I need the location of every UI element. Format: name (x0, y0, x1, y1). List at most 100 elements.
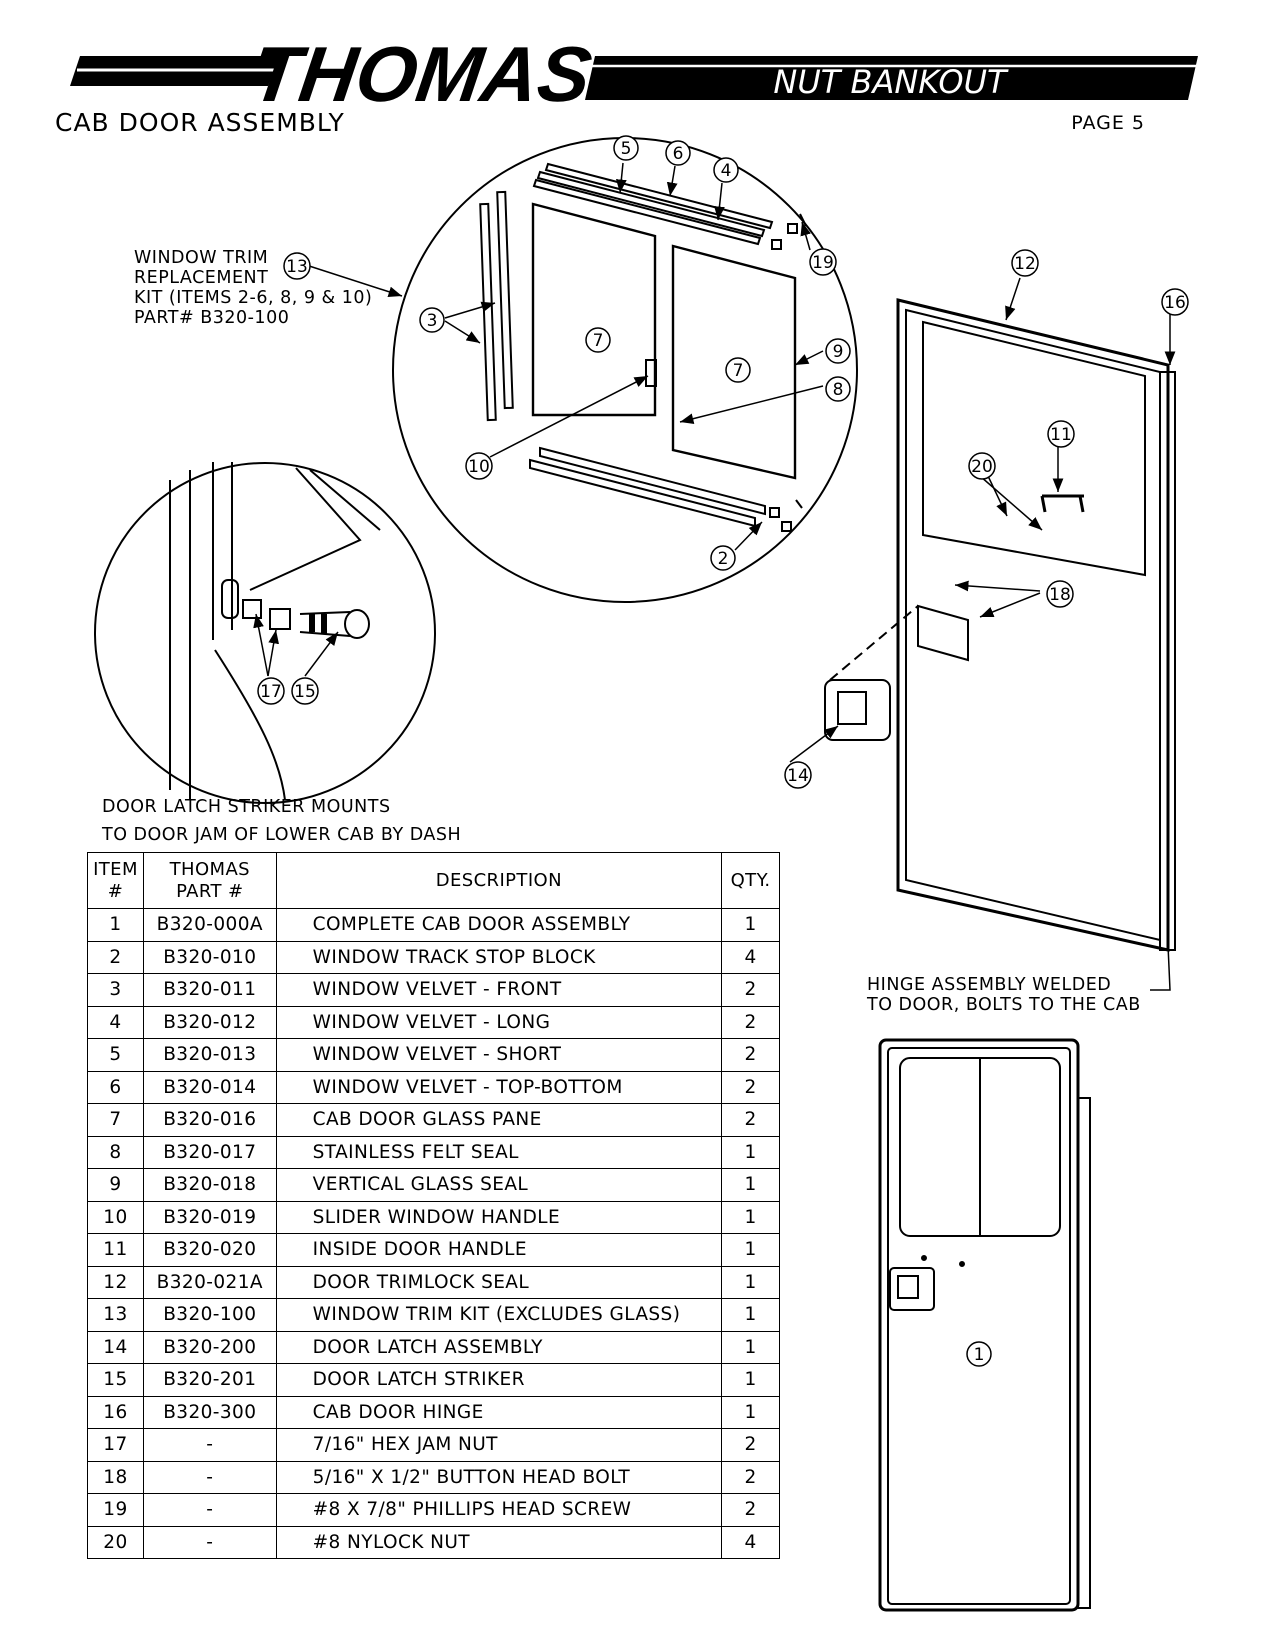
cell-part: B320-010 (142, 940, 277, 974)
cell-description: WINDOW VELVET - TOP-BOTTOM (275, 1070, 723, 1104)
cell-description: DOOR TRIMLOCK SEAL (275, 1265, 723, 1299)
cell-item: 8 (87, 1135, 144, 1169)
cell-item: 17 (87, 1428, 144, 1462)
svg-text:1: 1 (974, 1345, 985, 1365)
svg-text:6: 6 (673, 144, 684, 164)
cell-qty: 1 (721, 1330, 780, 1364)
cell-qty: 2 (721, 1005, 780, 1039)
callout-1: 1 (966, 1341, 992, 1367)
cell-qty: 1 (721, 1168, 780, 1202)
cell-qty: 1 (721, 1265, 780, 1299)
cell-qty: 2 (721, 1103, 780, 1137)
cell-part: B320-020 (142, 1233, 277, 1267)
cell-description: COMPLETE CAB DOOR ASSEMBLY (275, 908, 723, 942)
cab-door-exploded (824, 298, 1176, 952)
cell-item: 4 (87, 1005, 144, 1039)
cell-qty: 2 (721, 1038, 780, 1072)
cell-part: - (142, 1493, 277, 1527)
cell-qty: 2 (721, 1493, 780, 1527)
cell-part: B320-017 (142, 1135, 277, 1169)
cell-description: CAB DOOR HINGE (275, 1395, 723, 1429)
cell-qty: 1 (721, 908, 780, 942)
cell-description: DOOR LATCH STRIKER (275, 1363, 723, 1397)
callout-20: 20 (968, 452, 996, 480)
cell-part: B320-201 (142, 1363, 277, 1397)
cell-part: B320-014 (142, 1070, 277, 1104)
header-part: THOMAS PART # (142, 852, 277, 909)
callout-5: 5 (613, 135, 639, 161)
svg-text:14: 14 (787, 766, 809, 786)
striker-detail-view (94, 462, 436, 804)
callout-3: 3 (419, 307, 445, 333)
product-name: NUT BANKOUT (773, 63, 1009, 101)
callout-13: 13 (283, 252, 311, 280)
cell-description: WINDOW VELVET - LONG (275, 1005, 723, 1039)
svg-text:11: 11 (1050, 425, 1072, 445)
cell-item: 14 (87, 1330, 144, 1364)
cell-qty: 1 (721, 1298, 780, 1332)
cell-item: 20 (87, 1525, 144, 1559)
cell-item: 10 (87, 1200, 144, 1234)
cell-qty: 2 (721, 1070, 780, 1104)
cell-qty: 1 (721, 1200, 780, 1234)
cell-part: B320-016 (142, 1103, 277, 1137)
leader-lines (253, 162, 1176, 991)
cell-qty: 1 (721, 1363, 780, 1397)
svg-text:20: 20 (971, 457, 993, 477)
cell-part: B320-000A (142, 908, 277, 942)
cell-description: SLIDER WINDOW HANDLE (275, 1200, 723, 1234)
cell-qty: 1 (721, 1135, 780, 1169)
svg-text:17: 17 (260, 682, 282, 702)
brand-logo: THOMAS (246, 30, 596, 118)
cell-qty: 4 (721, 1525, 780, 1559)
svg-text:10: 10 (468, 457, 490, 477)
svg-text:2: 2 (718, 549, 729, 569)
svg-text:8: 8 (833, 380, 844, 400)
callout-6: 6 (665, 140, 691, 166)
cell-description: #8 X 7/8" PHILLIPS HEAD SCREW (275, 1493, 723, 1527)
callout-18: 18 (1046, 580, 1074, 608)
cell-part: B320-100 (142, 1298, 277, 1332)
cell-part: - (142, 1428, 277, 1462)
table-header-row: ITEM # THOMAS PART # DESCRIPTION QTY. (87, 852, 780, 909)
window-exploded-view (392, 137, 858, 603)
cell-part: - (142, 1525, 277, 1559)
cell-item: 15 (87, 1363, 144, 1397)
svg-text:4: 4 (721, 161, 732, 181)
cell-description: 7/16" HEX JAM NUT (275, 1428, 723, 1462)
cell-item: 19 (87, 1493, 144, 1527)
hinge-note: HINGE ASSEMBLY WELDED TO DOOR, BOLTS TO … (867, 975, 1141, 1015)
callout-9: 9 (825, 338, 851, 364)
cell-item: 18 (87, 1460, 144, 1494)
cell-description: DOOR LATCH ASSEMBLY (275, 1330, 723, 1364)
callout-19: 19 (809, 248, 837, 276)
cell-description: WINDOW TRACK STOP BLOCK (275, 940, 723, 974)
cell-qty: 1 (721, 1395, 780, 1429)
callout-2: 2 (710, 545, 736, 571)
cell-part: B320-013 (142, 1038, 277, 1072)
callout-14: 14 (784, 761, 812, 789)
callout-7b: 7 (725, 357, 751, 383)
cell-qty: 1 (721, 1233, 780, 1267)
callout-8: 8 (825, 376, 851, 402)
svg-text:18: 18 (1049, 585, 1071, 605)
cell-item: 6 (87, 1070, 144, 1104)
header-item: ITEM # (87, 852, 144, 909)
svg-text:5: 5 (621, 139, 632, 159)
svg-text:19: 19 (812, 253, 834, 273)
cell-item: 9 (87, 1168, 144, 1202)
cell-qty: 2 (721, 1460, 780, 1494)
